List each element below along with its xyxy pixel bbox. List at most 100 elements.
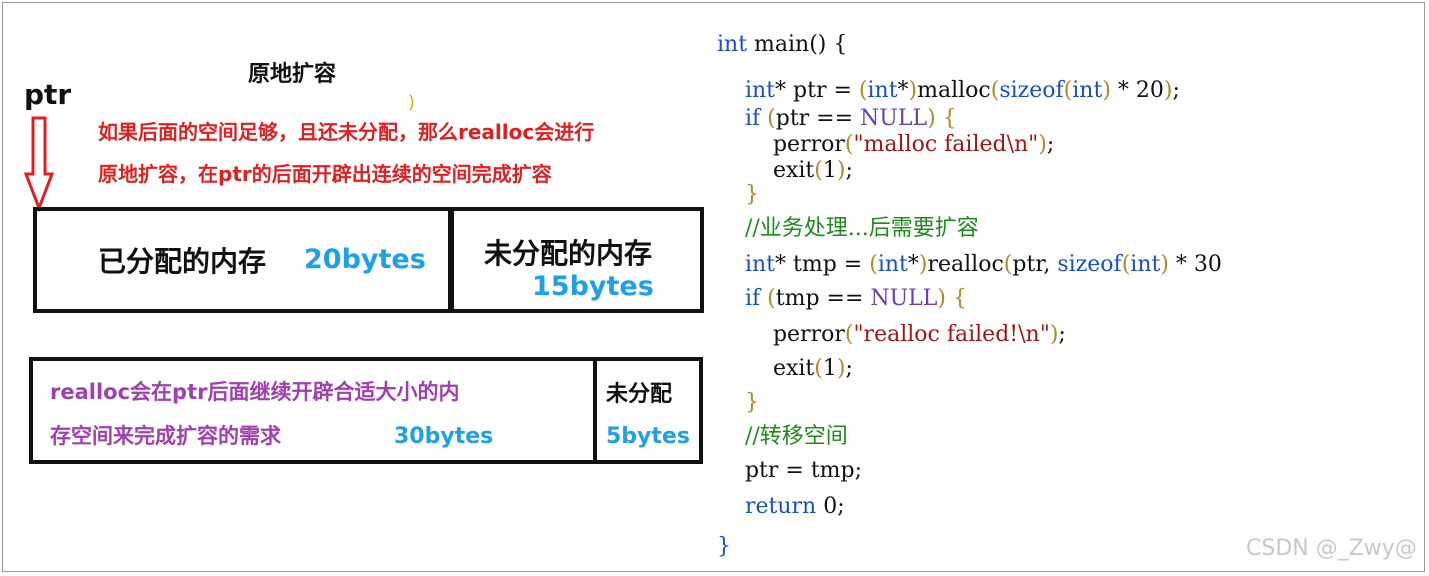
realloc-size: 30bytes	[394, 424, 494, 449]
code-token: 1	[822, 158, 837, 183]
code-line: int* ptr = (int*)malloc(sizeof(int) * 20…	[717, 78, 1180, 104]
code-token: *	[897, 78, 909, 103]
code-token: "realloc failed!\n"	[853, 322, 1050, 347]
realloc-desc-line-1: realloc会在ptr后面继续开辟合适大小的内	[50, 380, 460, 404]
code-token: malloc	[917, 78, 991, 103]
code-token: perror	[717, 132, 845, 157]
code-line: ptr = tmp;	[717, 458, 862, 484]
code-line: }	[717, 182, 759, 208]
code-token: int	[717, 78, 776, 103]
remaining-unallocated-label: 未分配	[606, 382, 673, 407]
code-line: //业务处理...后需要扩容	[717, 216, 979, 242]
code-token: ptr = tmp;	[717, 458, 863, 483]
watermark: CSDN @_Zwy@	[1246, 536, 1417, 561]
code-token: int	[1072, 78, 1103, 103]
code-line: }	[717, 390, 759, 416]
code-token: )	[836, 356, 846, 381]
code-token: (	[990, 78, 1000, 103]
code-line: }	[717, 534, 731, 560]
code-token: tmp ==	[775, 286, 871, 311]
stray-paren: )	[408, 92, 416, 113]
code-token: sizeof	[1057, 252, 1122, 277]
unallocated-memory-block	[450, 207, 704, 313]
code-token: exit	[717, 158, 815, 183]
code-token: * 20	[1110, 78, 1164, 103]
code-token: (	[767, 106, 776, 131]
code-token: int	[877, 252, 908, 277]
code-token: NULL	[870, 286, 938, 311]
code-token: int	[717, 252, 776, 277]
code-token: )	[927, 106, 936, 131]
code-token: *	[907, 252, 919, 277]
code-line: return 0;	[717, 494, 845, 520]
code-token: ;	[1046, 132, 1055, 157]
realloc-desc-line-2: 存空间来完成扩容的需求	[50, 424, 281, 448]
code-token: (	[767, 286, 776, 311]
code-token: )	[836, 158, 846, 183]
code-token: )	[1102, 78, 1111, 103]
code-token: )	[1049, 322, 1059, 347]
code-token: (	[844, 322, 854, 347]
code-line: //转移空间	[717, 424, 848, 450]
code-token: (	[814, 158, 823, 183]
description-line-2: 原地扩容，在ptr的后面开辟出连续的空间完成扩容	[98, 162, 552, 186]
code-token: ptr ==	[775, 106, 861, 131]
unallocated-label: 未分配的内存	[484, 237, 653, 270]
code-token: ;	[845, 356, 853, 381]
code-token: sizeof	[999, 78, 1064, 103]
code-token: }	[717, 182, 759, 207]
down-arrow-icon	[24, 116, 54, 212]
code-token: 1	[822, 356, 837, 381]
code-line: exit(1);	[717, 356, 853, 382]
allocated-size: 20bytes	[304, 244, 426, 275]
code-token: * ptr =	[775, 78, 859, 103]
description-line-1: 如果后面的空间足够，且还未分配，那么realloc会进行	[98, 120, 595, 144]
code-token: ;	[1058, 322, 1066, 347]
code-token: //转移空间	[717, 424, 848, 449]
code-token: )	[908, 78, 918, 103]
code-token: (	[844, 132, 854, 157]
code-token: //业务处理...后需要扩容	[717, 216, 979, 241]
code-token: )	[918, 252, 928, 277]
code-token: {	[942, 106, 957, 131]
unallocated-size: 15bytes	[532, 271, 654, 302]
code-token: return	[717, 494, 817, 519]
code-token: ;	[1172, 78, 1180, 103]
code-token: )	[1038, 132, 1047, 157]
code-token: * 30	[1168, 252, 1222, 277]
code-token: }	[717, 534, 731, 559]
ptr-label: ptr	[24, 78, 72, 111]
code-line: if (ptr == NULL) {	[717, 106, 957, 132]
code-token	[936, 106, 943, 131]
code-token: }	[717, 390, 759, 415]
code-token: )	[937, 286, 946, 311]
code-token: "malloc failed\n"	[853, 132, 1039, 157]
diagram-title: 原地扩容	[248, 62, 337, 87]
code-token: ptr,	[1012, 252, 1058, 277]
code-token: (	[1003, 252, 1013, 277]
code-token: NULL	[860, 106, 928, 131]
code-token: (	[814, 356, 823, 381]
code-line: int main() {	[717, 32, 847, 58]
code-token: int	[867, 78, 898, 103]
code-token: int	[1130, 252, 1161, 277]
code-line: perror("realloc failed!\n");	[717, 322, 1066, 348]
code-token: 0;	[816, 494, 845, 519]
code-token: (	[858, 78, 868, 103]
code-token: perror	[717, 322, 845, 347]
code-line: int* tmp = (int*)realloc(ptr, sizeof(int…	[717, 252, 1222, 278]
code-line: exit(1);	[717, 158, 853, 184]
remaining-unallocated-block	[593, 357, 703, 464]
code-token: int	[717, 32, 748, 57]
code-token: ;	[845, 158, 853, 183]
code-token: exit	[717, 356, 815, 381]
code-token: )	[1163, 78, 1173, 103]
code-line: if (tmp == NULL) {	[717, 286, 967, 312]
code-token: (	[1063, 78, 1073, 103]
code-line: perror("malloc failed\n");	[717, 132, 1054, 158]
code-token: (	[869, 252, 878, 277]
remaining-unallocated-size: 5bytes	[606, 424, 690, 449]
code-token: (	[1121, 252, 1131, 277]
code-token: if	[717, 286, 761, 311]
